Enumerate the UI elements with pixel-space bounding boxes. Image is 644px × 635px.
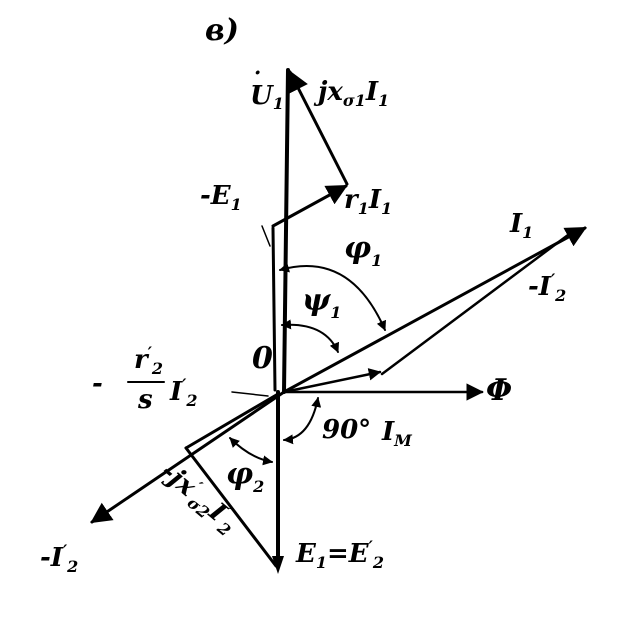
label-minus-e1: -E1 bbox=[200, 181, 242, 214]
svg-text:Φ: Φ bbox=[486, 373, 512, 408]
label-r1-i1: r1I1 bbox=[344, 185, 392, 218]
figure-letter: в) bbox=[205, 13, 239, 48]
jx1-i1-vector bbox=[288, 70, 349, 186]
phi1-arc bbox=[279, 262, 386, 331]
minus-i2p-left-vector bbox=[90, 390, 286, 524]
psi1-arc bbox=[281, 319, 340, 353]
svg-text:·: · bbox=[254, 60, 261, 85]
svg-text:IM: IM bbox=[381, 417, 413, 450]
svg-text:φ2: φ2 bbox=[226, 457, 264, 496]
ninety-arc bbox=[283, 397, 322, 445]
label-r2-over-s-i2: - r′2 s I′2 bbox=[92, 343, 198, 415]
r2-label-pointer bbox=[231, 391, 269, 397]
jx2-i2-vector bbox=[184, 446, 278, 568]
label-im: IM bbox=[381, 417, 413, 450]
svg-text:r′2: r′2 bbox=[134, 343, 163, 378]
svg-text:I′2: I′2 bbox=[169, 375, 198, 410]
label-origin: 0 bbox=[252, 341, 273, 376]
svg-text:jxσ1I1: jxσ1I1 bbox=[313, 77, 389, 110]
label-i1: I1 bbox=[509, 209, 533, 242]
label-minus-i2-right: -I′2 bbox=[528, 270, 566, 305]
label-flux: Φ bbox=[486, 373, 512, 408]
svg-text:-I′2: -I′2 bbox=[40, 541, 78, 576]
i1-vector bbox=[282, 226, 587, 394]
label-u1: U1 · bbox=[250, 60, 284, 113]
label-ninety-degrees: 90° bbox=[322, 415, 371, 445]
r2-i2-vector bbox=[184, 392, 280, 450]
label-jx1-i1: jxσ1I1 bbox=[313, 77, 389, 110]
svg-text:s: s bbox=[137, 385, 153, 415]
svg-text:ψ1: ψ1 bbox=[302, 283, 341, 322]
im-vector bbox=[282, 368, 382, 394]
svg-text:90°: 90° bbox=[322, 415, 371, 445]
svg-text:0: 0 bbox=[252, 341, 273, 376]
svg-text:-I′2: -I′2 bbox=[528, 270, 566, 305]
label-phi2: φ2 bbox=[226, 457, 264, 496]
svg-text:-E1: -E1 bbox=[200, 181, 242, 214]
u1-vector bbox=[282, 68, 290, 394]
label-minus-i2-left: -I′2 bbox=[40, 541, 78, 576]
r1-i1-vector bbox=[271, 184, 348, 228]
e1-label-pointer bbox=[261, 225, 271, 247]
label-e1-equals-e2: E1=E′2 bbox=[295, 537, 384, 572]
svg-text:I1: I1 bbox=[509, 209, 533, 242]
svg-text:-: - bbox=[92, 369, 103, 399]
svg-text:U1: U1 bbox=[250, 81, 284, 113]
label-phi1: φ1 bbox=[344, 231, 382, 270]
label-psi1: ψ1 bbox=[302, 283, 341, 322]
svg-text:r1I1: r1I1 bbox=[344, 185, 392, 218]
phi2-arc bbox=[229, 437, 273, 466]
e1-arrowhead bbox=[272, 556, 284, 574]
minus-i2p-right-vector bbox=[380, 230, 574, 376]
minus-e1-vector bbox=[271, 226, 277, 392]
svg-text:E1=E′2: E1=E′2 bbox=[295, 537, 384, 572]
svg-text:φ1: φ1 bbox=[344, 231, 382, 270]
